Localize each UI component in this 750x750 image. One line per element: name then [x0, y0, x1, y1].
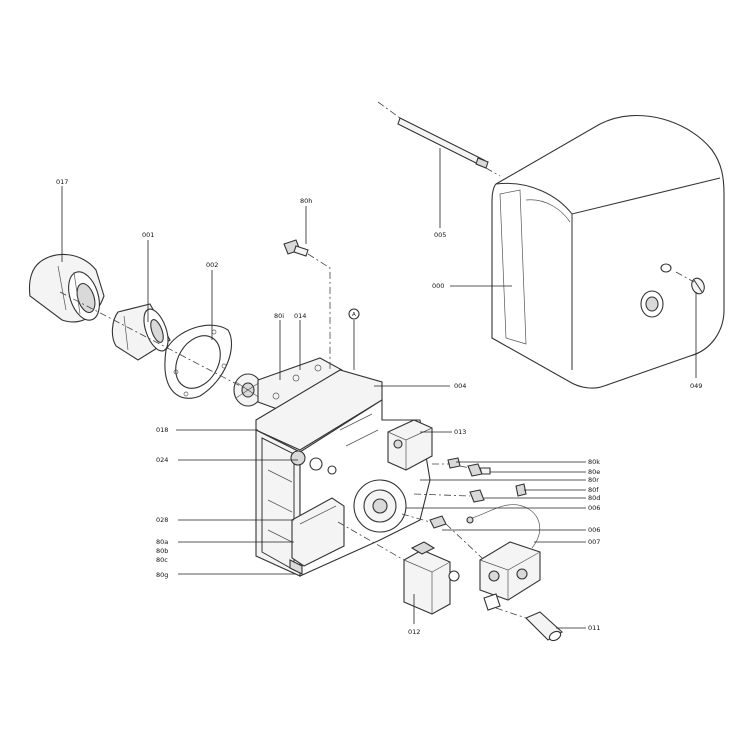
reference-circle-a: [348, 308, 360, 320]
label-005: 005: [434, 231, 446, 239]
label-80e: 80e: [588, 468, 600, 476]
label-006-lower: 006: [588, 526, 600, 534]
label-80d: 80d: [588, 494, 600, 502]
label-80k: 80k: [588, 458, 600, 466]
label-80a: 80a: [156, 538, 168, 546]
label-012: 012: [408, 628, 420, 636]
label-024: 024: [156, 456, 168, 464]
label-80r: 80r: [588, 476, 599, 484]
label-011: 011: [588, 624, 600, 632]
label-017: 017: [56, 178, 68, 186]
part-005-rod: [397, 117, 489, 169]
part-000-cover-hood: [491, 115, 725, 389]
label-002: 002: [206, 261, 218, 269]
part-012-capacitor: [403, 541, 460, 615]
label-013: 013: [454, 428, 466, 436]
label-a: A: [352, 312, 356, 318]
part-80r-screw: [469, 489, 485, 503]
label-000: 000: [432, 282, 444, 290]
label-80i: 80i: [274, 312, 284, 320]
assembly-axes: [59, 101, 695, 619]
part-80f-nut: [515, 483, 527, 497]
label-018: 018: [156, 426, 168, 434]
part-017-blast-tube: [28, 253, 105, 323]
part-007-oil-pump: [466, 504, 541, 611]
part-011-oil-filter: [525, 611, 563, 642]
label-80g: 80g: [156, 571, 168, 579]
part-006-nozzle-a: [429, 515, 447, 529]
leader-lines: [61, 148, 697, 629]
label-006-upper: 006: [588, 504, 600, 512]
part-002-gasket: [164, 324, 232, 399]
part-049-knob: [691, 277, 705, 295]
part-80e-screw: [467, 463, 491, 477]
part-001-flame-head: [111, 303, 171, 361]
part-80h-screw: [283, 239, 309, 257]
label-014: 014: [294, 312, 306, 320]
label-007: 007: [588, 538, 600, 546]
label-004: 004: [454, 382, 466, 390]
label-028: 028: [156, 516, 168, 524]
label-80h: 80h: [300, 197, 312, 205]
label-001: 001: [142, 231, 154, 239]
label-049: 049: [690, 382, 702, 390]
label-80b: 80b: [156, 547, 168, 555]
part-labels: 017 001 002 80h 80i 014 A 005 000 049 00…: [56, 178, 702, 636]
label-80c: 80c: [156, 556, 168, 564]
label-80f: 80f: [588, 486, 599, 494]
part-013-ignition-transformer: [387, 419, 433, 471]
part-80k-screw: [447, 457, 461, 469]
